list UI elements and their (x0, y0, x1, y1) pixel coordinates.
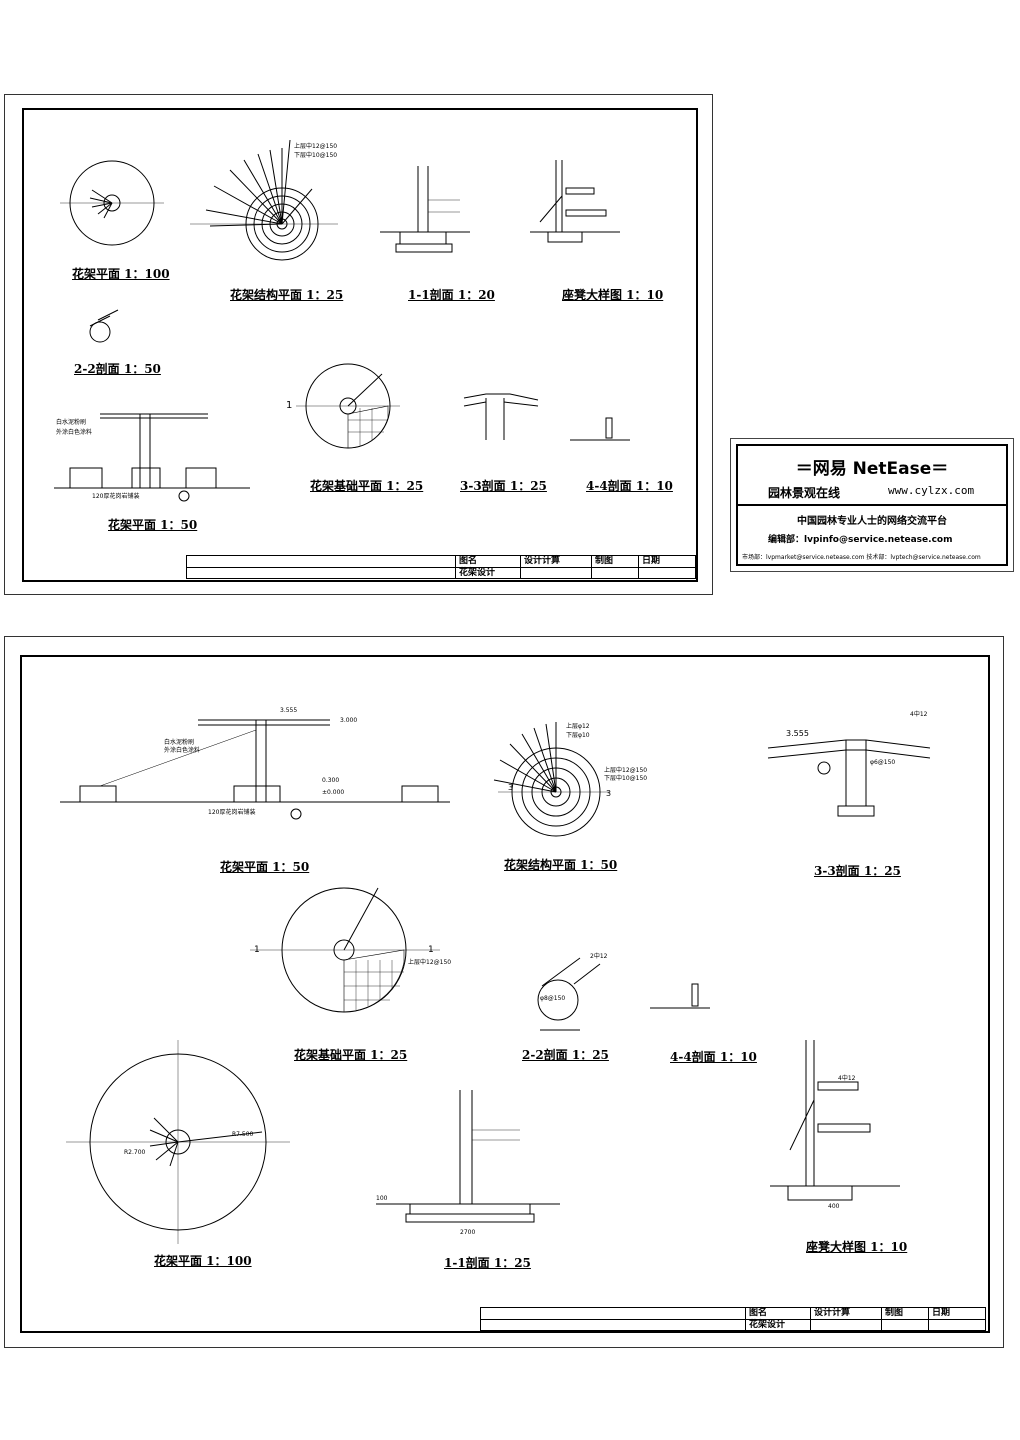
elev-0000: ±0.000 (322, 789, 344, 796)
structure-plan-50-drawing-2 (493, 722, 610, 837)
section-44-drawing-2 (650, 983, 710, 1009)
marker-3-left: 3 (508, 783, 513, 792)
section-33-drawing-2 (767, 739, 931, 817)
label-seat-detail-1: 座凳大样图 1：10 (562, 288, 664, 302)
netease-url-link[interactable]: www.cylzx.com (888, 484, 975, 497)
foundation-plan-25-drawing-1 (296, 363, 400, 449)
title-block-2: 图名 设计计算 制图 日期 花架设计 (480, 1307, 986, 1331)
elev-3555-b: 3.555 (786, 729, 809, 738)
rebar-4-12-b: 4中12 (838, 1074, 856, 1082)
dim-2700: 2700 (460, 1229, 475, 1236)
section-44-drawing-1 (570, 417, 630, 441)
elev-3000: 3.000 (340, 717, 357, 724)
label-seat-detail-2: 座凳大样图 1：10 (806, 1240, 908, 1254)
label-section-22-1: 2-2剖面 1：50 (74, 362, 161, 376)
dim-400: 400 (828, 1203, 840, 1210)
label-foundation-25-1: 花架基础平面 1：25 (310, 479, 424, 493)
label-section-22-2: 2-2剖面 1：25 (522, 1048, 609, 1062)
foundation-plan-25-drawing-2 (250, 887, 440, 1013)
tb2-c3: 制图 (881, 1308, 928, 1319)
note-upper-1: 上层中12@150 (294, 142, 337, 150)
rebar-2-12: 2中12 (590, 952, 608, 960)
seat-detail-drawing-1 (530, 160, 620, 243)
tb2-c2: 设计计算 (810, 1308, 881, 1319)
label-plan-50-1: 花架平面 1：50 (108, 518, 198, 532)
netease-divider (738, 504, 1006, 506)
elev-0300: 0.300 (322, 777, 339, 784)
note-lowerbar-2: 下层中10@150 (604, 774, 647, 782)
radius-2700: R2.700 (124, 1149, 146, 1156)
rebar-6-150: φ6@150 (870, 759, 895, 766)
drawing-frame-2 (20, 655, 990, 1333)
label-plan-100-2: 花架平面 1：100 (154, 1254, 252, 1268)
label-section-33-1: 3-3剖面 1：25 (460, 479, 547, 493)
dim-100: 100 (376, 1195, 388, 1202)
label-structure-50-2: 花架结构平面 1：50 (504, 858, 618, 872)
structure-plan-25-drawing-1 (190, 139, 338, 261)
tb1-c4: 日期 (638, 556, 685, 567)
label-plan-100-1: 花架平面 1：100 (72, 267, 170, 281)
tb2-name: 花架设计 (745, 1320, 810, 1331)
marker-1-left-b: 1 (254, 945, 260, 955)
note-paving-1: 120厚花岗岩铺装 (92, 492, 139, 500)
rebar-8-150: φ8@150 (540, 995, 565, 1002)
netease-desc: 中国园林专业人士的网络交流平台 (797, 516, 947, 527)
plan-100-drawing-2 (66, 1040, 290, 1244)
section-22-drawing-1 (89, 309, 119, 343)
section-33-drawing-1 (463, 393, 539, 440)
label-section-44-1: 4-4剖面 1：10 (586, 479, 673, 493)
note-paint-2: 外涂白色涂料 (56, 428, 92, 436)
marker-3-right: 3 (606, 789, 611, 798)
marker-1-left: 1 (286, 400, 292, 411)
netease-title: ＝网易 NetEase＝ (795, 459, 949, 479)
netease-edit: 编辑部：lvpinfo@service.netease.com (768, 535, 953, 545)
title-block-1: 图名 设计计算 制图 日期 花架设计 (186, 555, 696, 579)
drawing-sheet-2 (4, 636, 1004, 1348)
label-section-11-1: 1-1剖面 1：20 (408, 288, 495, 302)
note-paint-1: 白水泥粉刷 (56, 418, 86, 426)
note-paint-4: 外涂白色涂料 (164, 746, 200, 754)
label-section-33-2: 3-3剖面 1：25 (814, 864, 901, 878)
marker-1-right-b: 1 (428, 945, 434, 955)
label-foundation-25-2: 花架基础平面 1：25 (294, 1048, 408, 1062)
drawing-frame-1 (22, 108, 698, 582)
netease-info-box: ＝网易 NetEase＝ 园林景观在线 www.cylzx.com 中国园林专业… (730, 438, 1014, 572)
tb1-c3: 制图 (591, 556, 638, 567)
seat-detail-drawing-2 (770, 1040, 900, 1201)
label-section-11-2: 1-1剖面 1：25 (444, 1256, 531, 1270)
note-paint-3: 白水泥粉刷 (164, 738, 194, 746)
section-22-drawing-2 (537, 957, 601, 1031)
tb2-c1: 图名 (745, 1308, 810, 1319)
section-11-drawing-2 (376, 1090, 560, 1223)
rebar-10-150: 上层中12@150 (408, 958, 451, 966)
tb1-c2: 设计计算 (520, 556, 591, 567)
elev-3555: 3.555 (280, 707, 297, 714)
note-upper-2: 上层φ12 (566, 722, 590, 730)
radius-7500: R7.500 (232, 1131, 254, 1138)
elevation-50-drawing-1 (54, 413, 250, 502)
netease-site: 园林景观在线 (768, 486, 841, 500)
tb1-c1: 图名 (455, 556, 520, 567)
note-paving-2: 120厚花岗岩铺装 (208, 808, 255, 816)
tb2-c4: 日期 (928, 1308, 975, 1319)
tb1-name: 花架设计 (455, 568, 520, 579)
label-plan-50-2: 花架平面 1：50 (220, 860, 310, 874)
note-upperbar-2: 上层中12@150 (604, 766, 647, 774)
plan-100-drawing-1 (60, 160, 164, 246)
netease-market: 市场部：lvpmarket@service.netease.com 技术部：lv… (742, 554, 981, 561)
note-lower-1: 下层中10@150 (294, 151, 337, 159)
label-structure-25-1: 花架结构平面 1：25 (230, 288, 344, 302)
elevation-50-drawing-2 (60, 719, 450, 820)
section-11-drawing-1 (380, 166, 470, 253)
rebar-4-12: 4中12 (910, 710, 928, 718)
drawing-sheet-1 (4, 94, 713, 595)
note-lower-2: 下层φ10 (566, 732, 590, 739)
label-section-44-2: 4-4剖面 1：10 (670, 1050, 757, 1064)
